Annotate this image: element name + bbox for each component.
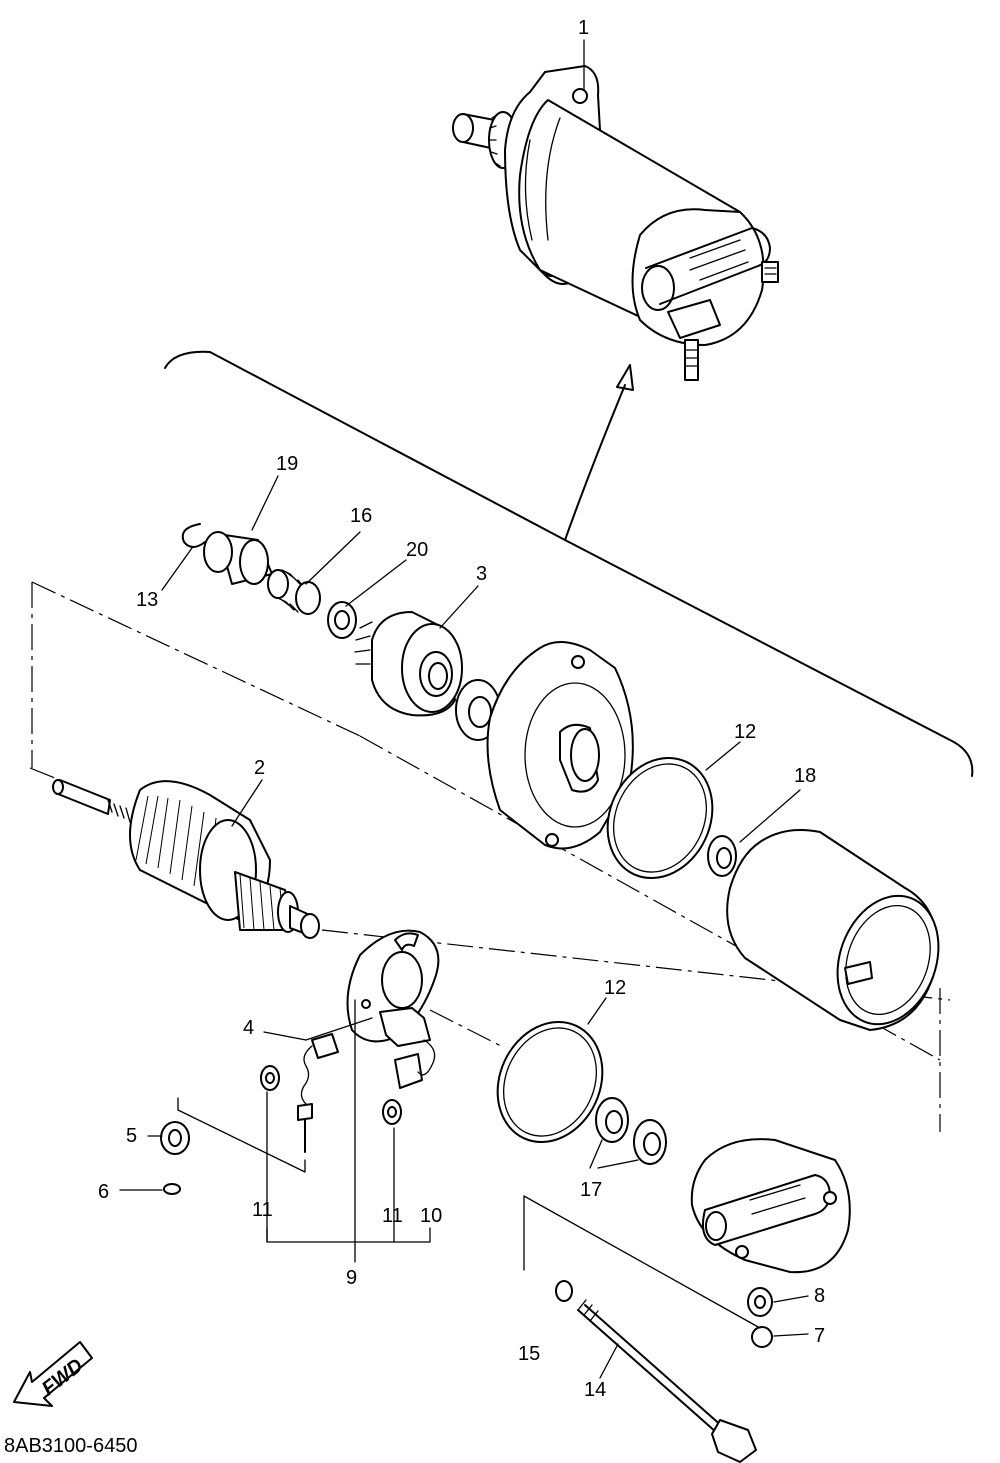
- spring-16: [267, 569, 321, 615]
- callout-8: 8: [814, 1285, 825, 1307]
- callout-11-right: 11: [382, 1205, 403, 1227]
- collar-19: [203, 531, 273, 585]
- o-ring-12-lower: [496, 1020, 604, 1144]
- washer-20: [327, 601, 357, 639]
- callout-labels: 1 19 16 20 3 13 12 18 2 12 4 5 6 17 11 1…: [98, 17, 825, 1401]
- through-bolt-14: [577, 1299, 757, 1463]
- leader-lines: [119, 39, 809, 1379]
- front-cover: [486, 641, 634, 850]
- brush-holder-10: [379, 1007, 436, 1089]
- callout-13: 13: [136, 589, 158, 611]
- callout-5: 5: [126, 1125, 137, 1147]
- callout-12-lower: 12: [604, 977, 626, 999]
- callout-19: 19: [276, 453, 298, 475]
- callout-16: 16: [350, 505, 372, 527]
- assembly-bracket: [164, 350, 974, 777]
- document-id: 8AB3100-6450: [4, 1435, 137, 1457]
- brush-4: [297, 1033, 339, 1153]
- o-ring-15: [555, 1280, 573, 1302]
- pinion-clutch-3: [354, 611, 463, 717]
- callout-3: 3: [476, 563, 487, 585]
- armature-2: [52, 779, 320, 939]
- lock-washer-11-left: [260, 1065, 280, 1091]
- nut-5: [160, 1121, 190, 1155]
- washer-17-a: [595, 1097, 629, 1143]
- callout-6: 6: [98, 1181, 109, 1203]
- callout-15: 15: [518, 1343, 540, 1365]
- washer-18: [707, 835, 737, 877]
- nut-7: [751, 1326, 773, 1348]
- callout-11-left: 11: [252, 1199, 273, 1221]
- rear-cover: [690, 1138, 851, 1274]
- group-brackets: [177, 999, 761, 1329]
- yoke: [726, 829, 940, 1031]
- fwd-arrow-icon: FWD: [13, 1341, 93, 1407]
- callout-17: 17: [580, 1179, 602, 1201]
- callout-14: 14: [584, 1379, 606, 1401]
- callout-2: 2: [254, 757, 265, 779]
- starter-motor-assembly: [452, 65, 779, 381]
- callout-18: 18: [794, 765, 816, 787]
- o-ring-12-upper: [606, 756, 714, 880]
- callout-12-upper: 12: [734, 721, 756, 743]
- nut-8: [747, 1287, 773, 1317]
- callout-10: 10: [420, 1205, 442, 1227]
- washer-6: [163, 1183, 181, 1195]
- callout-20: 20: [406, 539, 428, 561]
- callout-4: 4: [243, 1017, 254, 1039]
- callout-7: 7: [814, 1325, 825, 1347]
- callout-1: 1: [578, 17, 589, 39]
- washer-17-b: [633, 1119, 667, 1165]
- callout-9: 9: [346, 1267, 357, 1289]
- circlip-13: [181, 523, 206, 548]
- lock-washer-11-right: [382, 1099, 402, 1125]
